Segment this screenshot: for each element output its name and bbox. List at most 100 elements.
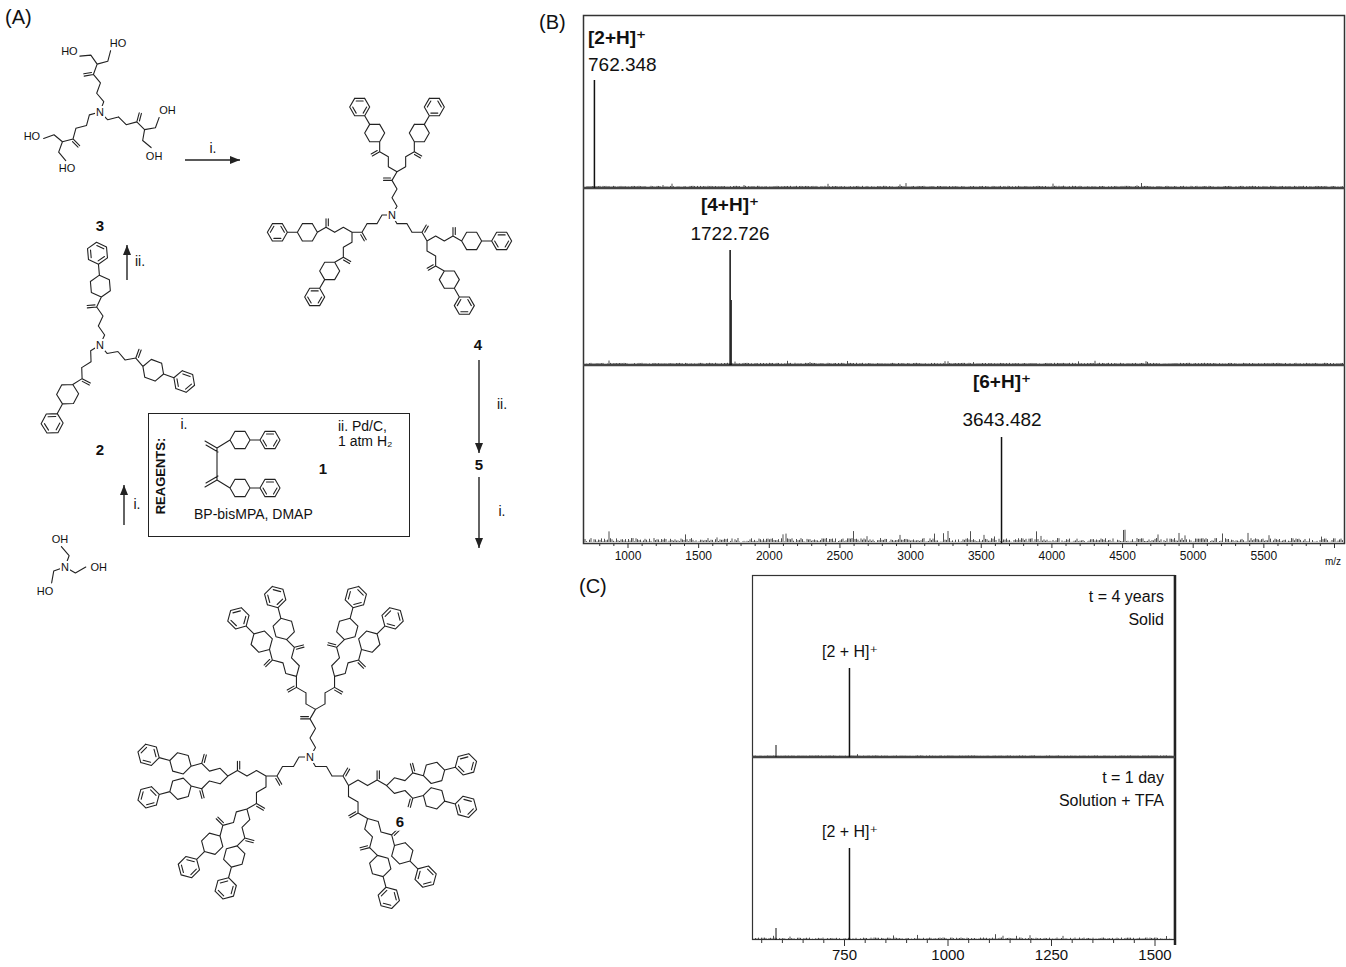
ion-label: [2 + H]⁺	[821, 643, 879, 661]
atom-label: N	[95, 339, 105, 351]
axis-ticks	[600, 543, 1335, 548]
step-label: ii.	[496, 397, 508, 412]
atom-label: HO	[23, 130, 42, 142]
ion-label: [2 + H]⁺	[821, 823, 879, 841]
reagents-heading: REAGENTS:	[154, 437, 168, 516]
tick-label: 5000	[1179, 550, 1208, 563]
spectrum-peak	[849, 848, 851, 940]
panel-letter: (A)	[4, 6, 33, 28]
compound-number: 3	[95, 218, 105, 235]
tick-label: 1250	[1034, 947, 1069, 964]
spectrum-peak	[594, 80, 596, 188]
reagent-text: BP-bisMPA, DMAP	[193, 507, 314, 522]
tick-label: 1500	[1137, 947, 1172, 964]
structure-bonds	[44, 51, 160, 161]
ion-label: [4+H]⁺	[700, 195, 760, 216]
compound-structure: N2	[10, 280, 146, 485]
spectrum-peak	[731, 300, 732, 365]
tick-label: 3000	[896, 550, 925, 563]
tick-label: 1500	[684, 550, 713, 563]
tick-label: 4000	[1038, 550, 1067, 563]
spectrum-peak	[1001, 437, 1003, 543]
reaction-arrow	[123, 485, 124, 525]
tick-label: 1000	[614, 550, 643, 563]
mass-value: 1722.726	[689, 224, 770, 245]
atom-label: N	[60, 561, 70, 573]
pane-divider	[752, 756, 1175, 759]
step-label: i.	[209, 141, 218, 156]
condition-label: t = 4 years	[1088, 588, 1165, 606]
structure-bonds	[138, 586, 477, 908]
compound-number: 4	[473, 337, 483, 354]
structure-bonds	[52, 547, 86, 583]
condition-label: t = 1 day	[1101, 769, 1165, 787]
tick-label: 2500	[826, 550, 855, 563]
spectrum-peak	[776, 928, 777, 940]
compound-number: 5	[474, 456, 484, 473]
condition-label: Solid	[1127, 611, 1165, 629]
ion-label: [2+H]⁺	[587, 28, 647, 49]
panel-letter: (C)	[578, 575, 608, 597]
atom-label: OH	[90, 561, 109, 573]
spectrum-peak	[729, 250, 731, 365]
reactant-structure: OH OH N HO	[20, 525, 135, 605]
frame-edge	[1174, 575, 1177, 945]
pane-divider	[583, 364, 1345, 367]
step-label: ii.	[134, 254, 146, 269]
spectrum-frame	[753, 576, 1175, 940]
reagents-box: REAGENTS: i. 1 ii. Pd/C, 1 atm H₂ BP-bisMPA,…	[148, 413, 410, 537]
structure-bonds	[41, 242, 194, 433]
tick-label: 5500	[1249, 550, 1278, 563]
baseline-noise	[754, 754, 1171, 756]
compound-number: 1	[318, 461, 328, 478]
ion-label: [6+H]⁺	[972, 372, 1032, 393]
spectrum-peak	[849, 668, 851, 757]
reagent-structure	[205, 431, 280, 496]
compound-number: 6	[395, 814, 405, 831]
spectrum-frame	[584, 16, 1345, 544]
step-label: i.	[180, 417, 189, 432]
axis-ticks	[762, 940, 1155, 946]
reaction-arrow	[478, 477, 479, 548]
tick-label: 2000	[755, 550, 784, 563]
compound-structure: N6	[140, 548, 550, 963]
reagent-text: ii. Pd/C, 1 atm H₂	[337, 419, 397, 450]
atom-label: N	[387, 209, 397, 221]
atom-label: N	[95, 106, 105, 118]
baseline-noise	[585, 530, 1343, 542]
atom-label: HO	[60, 45, 79, 57]
pane-divider	[583, 187, 1345, 190]
atom-label: HO	[36, 585, 55, 597]
reaction-arrow	[126, 245, 127, 280]
step-label: i.	[133, 497, 142, 512]
atom-label: HO	[109, 37, 128, 49]
reaction-arrow	[185, 159, 240, 160]
atom-label: OH	[51, 533, 70, 545]
mass-value: 3643.482	[961, 410, 1042, 431]
atom-label: OH	[158, 104, 177, 116]
axis-label: m/z	[1324, 556, 1342, 567]
baseline-noise	[585, 361, 1343, 364]
intermediate-label: 5	[469, 453, 489, 477]
compound-structure: N4	[240, 75, 545, 360]
step-label: i.	[498, 504, 507, 519]
atom-label: N	[305, 751, 315, 763]
condition-label: Solution + TFA	[1058, 792, 1165, 810]
tick-label: 4500	[1108, 550, 1137, 563]
structure-bonds	[267, 98, 511, 314]
atom-label: HO	[58, 162, 77, 174]
spectrum-peak	[776, 745, 777, 757]
reaction-arrow	[478, 360, 479, 453]
tick-label: 1000	[930, 947, 965, 964]
compound-structure: HO HO N OH OH HO HO 3	[15, 5, 185, 245]
baseline-noise	[754, 934, 1171, 939]
baseline-noise	[585, 183, 1343, 187]
panel-letter: (B)	[538, 11, 567, 33]
tick-label: 3500	[967, 550, 996, 563]
tick-label: 750	[831, 947, 858, 964]
atom-label: OH	[145, 150, 164, 162]
